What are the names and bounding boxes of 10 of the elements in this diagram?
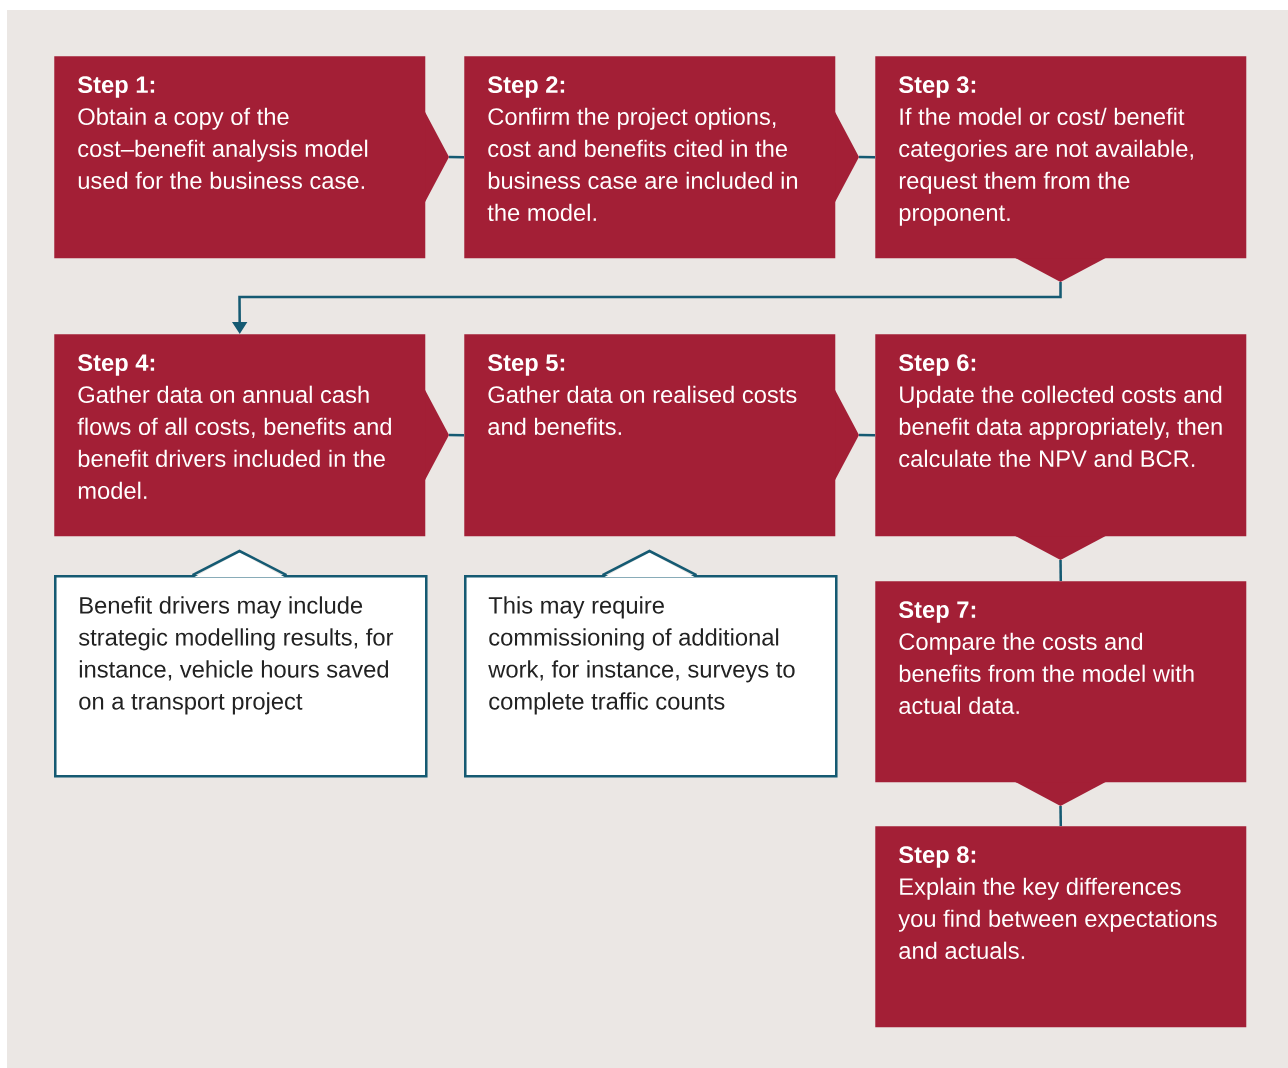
step-box: Step 4: Gather data on annual cash flows of all costs, benefits and benefit drivers included in the model. [54, 334, 449, 537]
callout-box: Benefit drivers may include strategic modelling results, for instance, vehicle hours saved on a transport project [54, 549, 428, 778]
step-box: Step 5: Gather data on realised costs and benefits. [464, 334, 859, 537]
step-box: Step 6: Update the collected costs and benefit data appropriately, then calculate the NPV and BCR. [875, 334, 1247, 560]
step-box: Step 7: Compare the costs and benefits from the model with actual data. [875, 581, 1247, 806]
step-box: Step 3: If the model or cost/ benefit categories are not available, request them from the proponent. [875, 56, 1247, 282]
step-box: Step 8: Explain the key differences you find between expectations and actuals. [875, 826, 1247, 1028]
step-box: Step 2: Confirm the project options, cost and benefits cited in the business case are included in the model. [464, 56, 859, 259]
callout-box: This may require commissioning of additional work, for instance, surveys to complete traffic counts [464, 549, 838, 778]
step-box: Step 1: Obtain a copy of the cost–benefit analysis model used for the business case. [54, 56, 449, 259]
